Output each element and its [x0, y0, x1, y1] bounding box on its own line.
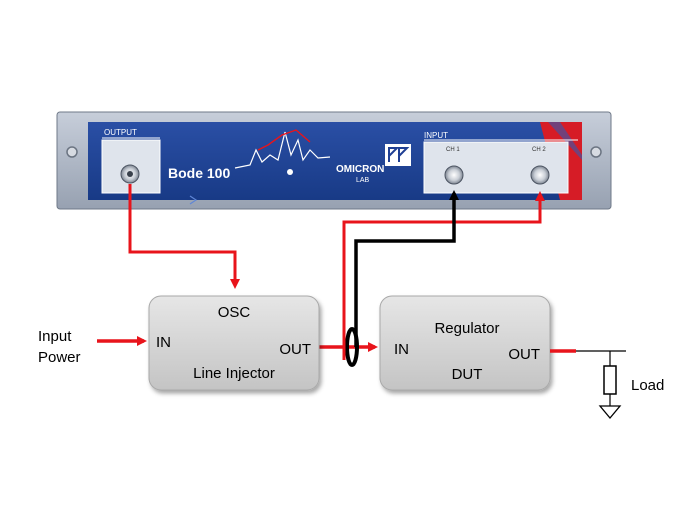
regulator-dut-block: Regulator IN OUT DUT: [379, 295, 551, 391]
ch2-bnc-connector-icon: [530, 165, 550, 185]
output-label: OUTPUT: [104, 128, 137, 137]
model-name: Bode 100: [168, 165, 230, 181]
injector-title: Line Injector: [193, 365, 275, 382]
injector-osc-label: OSC: [218, 304, 251, 321]
injector-in-label: IN: [156, 334, 171, 351]
ch2-probe-wire: [342, 191, 545, 347]
bode-plot-logo-icon: [234, 131, 331, 169]
injector-out-label: OUT: [279, 341, 311, 358]
osc-drive-wire: [128, 184, 240, 289]
power-led-icon: [287, 169, 293, 175]
dut-out-label: OUT: [508, 346, 540, 363]
omicron-logo-icon: [385, 144, 411, 166]
ch1-probe-wire: [354, 190, 459, 347]
ch2-label: CH 2: [532, 147, 546, 153]
screw-right-icon: [590, 146, 602, 158]
input-power-label-line1: Input: [38, 328, 72, 345]
regulator-box: [379, 295, 551, 391]
brand-sub: LAB: [356, 177, 370, 184]
bode-100-instrument: OUTPUT Bode 100 OMICRON LAB INPUT CH 1 C…: [56, 111, 612, 210]
load-circuit: Load: [550, 349, 664, 420]
load-resistor-icon: [603, 365, 617, 395]
panel-chevron-icon: [189, 195, 198, 205]
screw-left-icon: [66, 146, 78, 158]
line-injector-box: [148, 295, 320, 391]
dut-title: Regulator: [434, 320, 499, 337]
dut-subtitle: DUT: [452, 366, 483, 383]
load-label: Load: [631, 377, 664, 394]
input-power-label-line2: Power: [38, 349, 81, 366]
current-probe-icon: [345, 327, 359, 367]
ch1-bnc-connector-icon: [444, 165, 464, 185]
input-label: INPUT: [424, 131, 448, 140]
ch1-label: CH 1: [446, 147, 460, 153]
ground-icon: [598, 405, 622, 420]
bode-plot-logo-red-icon: [257, 129, 311, 151]
line-injector-block: OSC IN OUT Line Injector: [148, 295, 320, 391]
dut-in-label: IN: [394, 341, 409, 358]
brand-name: OMICRON: [336, 164, 384, 175]
